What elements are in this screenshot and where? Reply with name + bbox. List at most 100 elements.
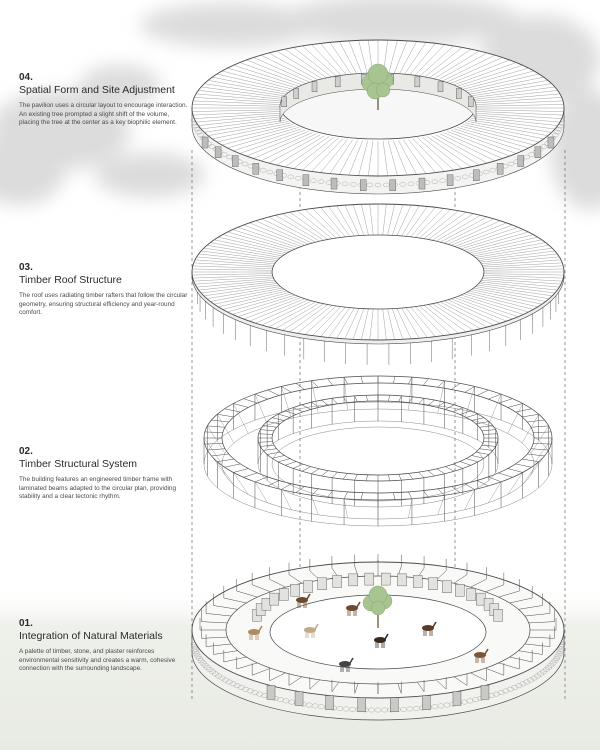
roof-rafter xyxy=(482,259,562,266)
stall-partition xyxy=(252,584,271,593)
stone-texture xyxy=(466,698,474,704)
stall-partition xyxy=(417,682,425,692)
roof-rafter xyxy=(320,307,346,337)
frame-brace xyxy=(281,489,292,510)
roof-rafter xyxy=(198,281,276,291)
courtyard-window xyxy=(293,88,299,99)
roof-rafter xyxy=(232,229,296,250)
roof-rafter xyxy=(428,304,467,333)
frame-beam xyxy=(211,453,229,457)
stone-texture xyxy=(260,167,267,173)
section-03: 03. Timber Roof Structure The roof uses … xyxy=(19,262,189,318)
roof-rafter xyxy=(481,256,560,264)
frame-beam xyxy=(488,393,502,400)
horse-figure xyxy=(474,648,489,663)
frame-brace xyxy=(507,472,523,495)
stone-texture xyxy=(554,653,562,659)
frame-beam xyxy=(278,458,290,463)
roof-rafter xyxy=(198,116,284,126)
roof-rafter xyxy=(426,48,472,80)
roof-rafter xyxy=(478,283,555,294)
frame-beam xyxy=(408,473,414,480)
roof-rafter xyxy=(401,307,420,339)
roof-rafter xyxy=(468,290,538,308)
roof-rafter xyxy=(369,308,374,340)
stone-texture xyxy=(193,126,201,132)
roof-rafter xyxy=(460,229,524,250)
roof-rafter xyxy=(311,44,344,78)
roof-rafter xyxy=(447,299,501,324)
roof-rafter xyxy=(419,209,452,239)
frame-brace xyxy=(217,461,235,486)
frame-beam xyxy=(408,491,413,499)
roof-rafter xyxy=(369,204,374,236)
stone-texture xyxy=(277,697,284,703)
roof-rafter xyxy=(412,138,445,172)
stall-partition xyxy=(236,590,258,598)
roof-rafter xyxy=(312,306,341,336)
roof-rafter xyxy=(451,298,507,322)
stall-partition xyxy=(470,672,487,681)
stall-partition xyxy=(453,676,468,686)
frame-brace xyxy=(464,489,475,510)
wall-panel xyxy=(279,588,289,601)
stone-texture xyxy=(311,703,319,709)
frame-beam xyxy=(267,451,281,455)
frame-beam xyxy=(459,461,471,466)
stable-door xyxy=(422,695,431,710)
stone-texture xyxy=(282,698,290,704)
roof-rafter xyxy=(198,253,276,263)
frame-beam xyxy=(515,408,532,413)
roof-rafter xyxy=(261,300,312,326)
frame-brace xyxy=(437,380,445,414)
stone-texture xyxy=(193,651,201,657)
roof-rafter xyxy=(218,290,288,308)
section-01: 01. Integration of Natural Materials A p… xyxy=(19,618,189,674)
roof-rafter xyxy=(483,265,564,269)
frame-beam xyxy=(281,386,292,393)
roof-rafter xyxy=(193,262,273,268)
stone-texture xyxy=(266,169,274,175)
stone-texture xyxy=(221,152,228,157)
roof-rafter xyxy=(472,90,558,100)
stone-texture xyxy=(366,182,373,188)
frame-beam xyxy=(475,451,489,455)
horse-figure xyxy=(296,593,311,608)
frame-beam xyxy=(301,404,311,410)
horse-figure xyxy=(346,601,361,616)
roof-rafter xyxy=(462,73,540,92)
frame-beam xyxy=(233,468,249,473)
frame-brace xyxy=(408,377,413,411)
roof-rafter xyxy=(198,90,284,100)
frame-beam xyxy=(479,425,493,428)
window xyxy=(446,174,454,186)
wall-panel xyxy=(290,584,300,597)
frame-beam xyxy=(464,386,475,393)
stall-partition xyxy=(288,676,303,686)
frame-beam xyxy=(475,421,489,425)
stone-texture xyxy=(196,656,203,661)
frame-beam xyxy=(471,455,484,459)
roof-rafter xyxy=(428,211,467,240)
roof-rafter xyxy=(261,218,312,244)
roof-rafter xyxy=(208,80,289,95)
stall-partition xyxy=(206,613,232,617)
wall-panel xyxy=(348,573,358,587)
frame-beam xyxy=(293,407,304,413)
roof-rafter xyxy=(471,86,555,98)
frame-beam xyxy=(488,476,502,483)
roof-rafter xyxy=(382,204,387,236)
frame-beam xyxy=(459,410,471,415)
frame-beam xyxy=(498,398,513,404)
frame-brace xyxy=(408,498,413,518)
roof-rafter xyxy=(406,206,428,237)
layer-natural-materials xyxy=(190,554,566,721)
roof-rafter xyxy=(233,128,302,151)
frame-beam xyxy=(267,389,280,396)
frame-brace xyxy=(254,481,268,503)
roof-rafter xyxy=(368,140,374,176)
stall-partition xyxy=(236,662,258,670)
stall-ring xyxy=(225,575,531,685)
stall-partition xyxy=(453,574,468,584)
stall-partition xyxy=(223,656,247,663)
